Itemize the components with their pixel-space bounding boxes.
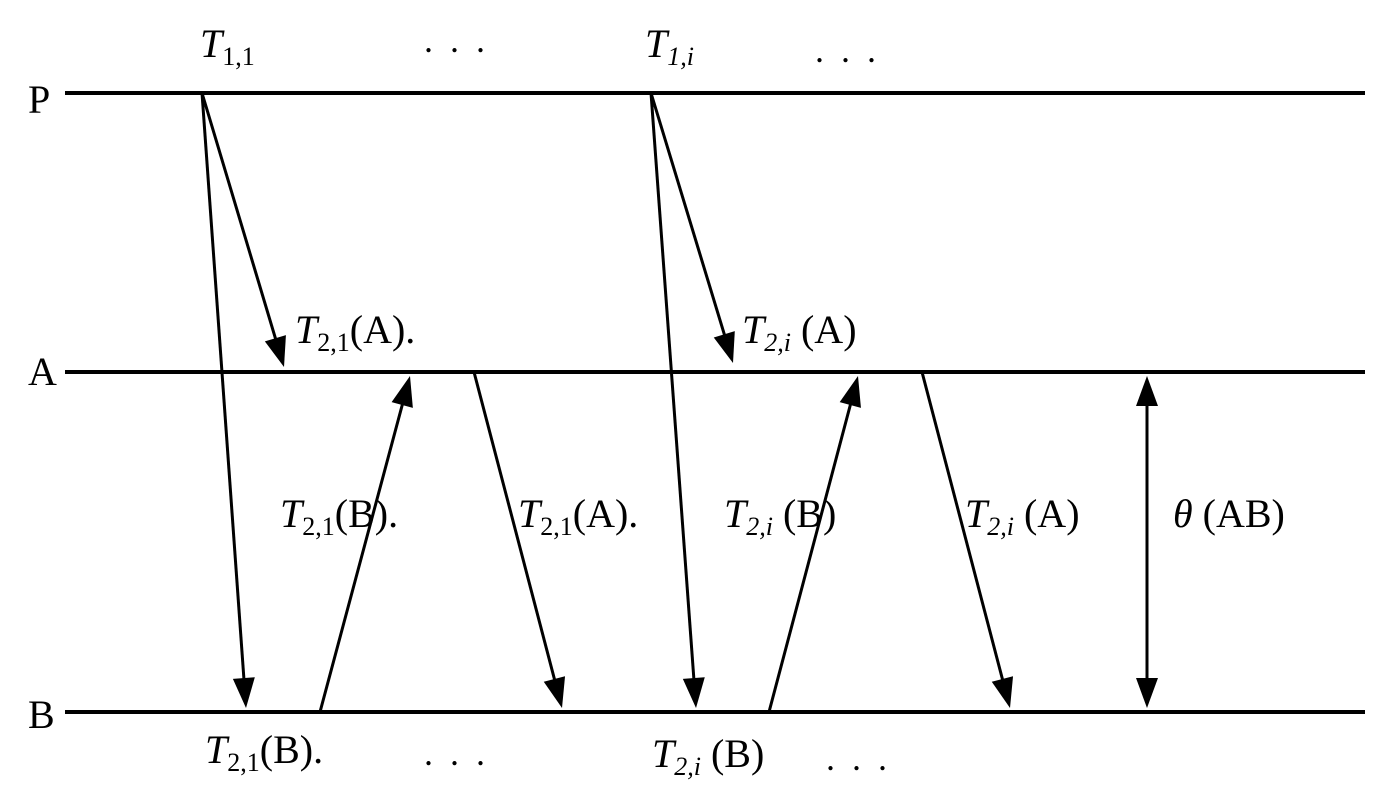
label-t1i: T1,i bbox=[645, 21, 694, 71]
label-t21a-mid: T2,1(A). bbox=[518, 491, 638, 541]
arrow-b-to-a-1 bbox=[318, 376, 413, 713]
arrow-b-to-a-i bbox=[767, 376, 861, 713]
arrow-p-to-a-i bbox=[649, 92, 735, 363]
arrow-p-to-b-i bbox=[649, 92, 705, 708]
ellipsis-top-left: . . . bbox=[424, 20, 489, 60]
ellipsis-top-right: . . . bbox=[815, 30, 880, 70]
ellipsis-bottom-left: . . . bbox=[424, 733, 489, 773]
label-t2ib-mid: T2,i (B) bbox=[724, 491, 836, 541]
label-t21b-bot: T2,1(B). bbox=[205, 727, 323, 777]
label-t11: T1,1 bbox=[200, 21, 255, 71]
label-t2ia-mid: T2,i (A) bbox=[965, 491, 1080, 541]
label-t2ib-bot: T2,i (B) bbox=[652, 731, 764, 781]
arrow-a-to-b-i bbox=[920, 371, 1014, 708]
ellipsis-bottom-right: . . . bbox=[826, 738, 891, 778]
label-t21a-top: T2,1(A). bbox=[295, 307, 415, 357]
label-theta-ab: θ (AB) bbox=[1173, 491, 1285, 536]
arrow-a-to-b-1 bbox=[472, 371, 566, 708]
label-t21b-mid: T2,1(B). bbox=[280, 491, 398, 541]
arrow-p-to-b-1 bbox=[200, 92, 255, 708]
line-b-label: B bbox=[28, 692, 55, 737]
line-p-label: P bbox=[28, 77, 50, 122]
arrow-p-to-a-1 bbox=[200, 92, 286, 367]
label-t2ia-top: T2,i (A) bbox=[742, 307, 857, 357]
arrow-theta-ab bbox=[1136, 376, 1158, 708]
line-a-label: A bbox=[28, 349, 57, 394]
arrows-group bbox=[200, 92, 1158, 713]
